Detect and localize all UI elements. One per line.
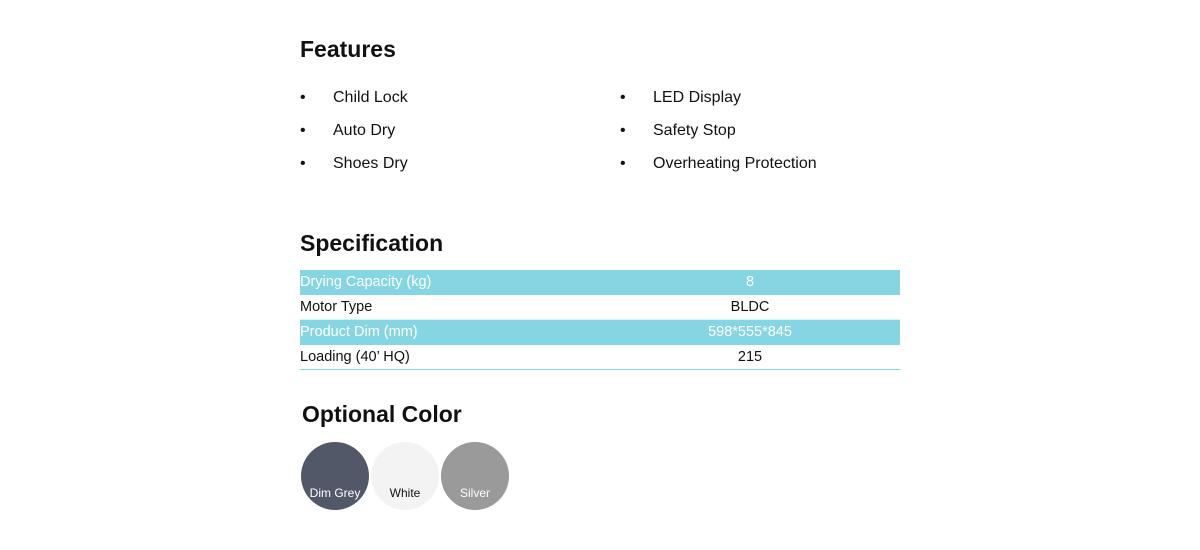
spec-value: 215	[600, 344, 900, 370]
bullet-icon: •	[300, 89, 306, 106]
color-swatches: Dim Grey White Silver	[301, 442, 509, 510]
swatch-label: Dim Grey	[309, 486, 361, 500]
spec-label: Drying Capacity (kg)	[300, 270, 600, 295]
spec-value: BLDC	[600, 294, 900, 320]
feature-label: Auto Dry	[333, 122, 396, 139]
color-swatch-dim-grey[interactable]: Dim Grey	[301, 442, 369, 510]
spec-value: 8	[600, 270, 900, 295]
bullet-icon: •	[620, 122, 626, 139]
spec-label: Product Dim (mm)	[300, 319, 600, 345]
swatch-label: White	[389, 486, 421, 500]
optional-color-title: Optional Color	[302, 401, 462, 427]
table-row: Loading (40’ HQ)215	[300, 344, 900, 370]
features-title: Features	[300, 36, 396, 62]
spec-label: Loading (40’ HQ)	[300, 344, 600, 370]
feature-label: Safety Stop	[653, 122, 736, 139]
table-row: Product Dim (mm)598*555*845	[300, 319, 900, 345]
spec-label: Motor Type	[300, 294, 600, 320]
bullet-icon: •	[300, 122, 306, 139]
feature-label: Shoes Dry	[333, 155, 408, 172]
spec-value: 598*555*845	[600, 319, 900, 345]
feature-label: LED Display	[653, 89, 742, 106]
feature-label: Child Lock	[333, 89, 408, 106]
color-swatch-white[interactable]: White	[371, 442, 439, 510]
feature-label: Overheating Protection	[653, 155, 817, 172]
specification-title: Specification	[300, 230, 444, 256]
bullet-icon: •	[620, 155, 626, 172]
table-row: Drying Capacity (kg)8	[300, 270, 900, 295]
color-swatch-silver[interactable]: Silver	[441, 442, 509, 510]
swatch-label: Silver	[459, 486, 490, 500]
bullet-icon: •	[620, 89, 626, 106]
bullet-icon: •	[300, 155, 306, 172]
